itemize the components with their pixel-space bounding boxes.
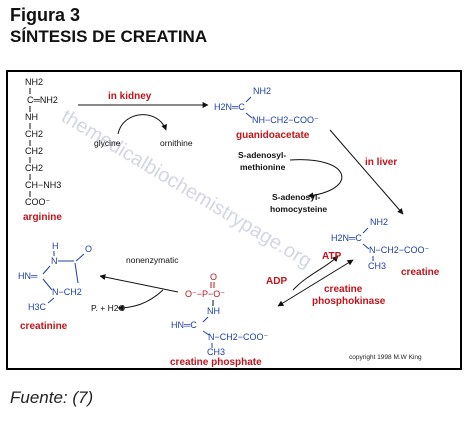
creatine-phosphokinase-line2: phosphokinase [312, 296, 386, 307]
creatinine-hn: HN═ [18, 271, 38, 281]
creatine-ch3: CH3 [368, 261, 386, 271]
ornithine-label: ornithine [160, 138, 193, 148]
creatine-nh2: NH2 [370, 217, 388, 227]
s-adenosylmethionine-line2: methionine [240, 162, 286, 172]
guanidoacetate-molecule: NH2 H2N═C NH−CH2−COO⁻ guanidoacetate [214, 86, 319, 141]
arginine-ch2-a: CH2 [25, 129, 43, 139]
creatine-phosphate-hn-c: HN═C [171, 320, 197, 330]
pi-water-label: P. + H2O [91, 303, 125, 313]
creatine-phosphate-chain: N−CH2−COO⁻ [208, 332, 269, 342]
nonenzymatic-label: nonenzymatic [126, 255, 179, 265]
creatine-h2n-c: H2N═C [331, 233, 362, 243]
creatine-phosphate-o-p-o: O⁻−P−O⁻ [185, 289, 225, 299]
atp-adp-arc [292, 255, 339, 291]
liver-reaction-arrow [329, 129, 404, 215]
in-kidney-label: in kidney [108, 91, 152, 102]
creatinine-n-ch2: N−CH2 [52, 287, 82, 297]
in-liver-label: in liver [365, 157, 397, 168]
creatinine-label: creatinine [20, 321, 68, 332]
figure-source: Fuente: (7) [10, 388, 94, 407]
creatinine-o: O [85, 244, 92, 254]
creatine-phosphokinase-line1: creatine [324, 284, 363, 295]
arginine-nh: NH [25, 112, 38, 122]
creatine-molecule: NH2 H2N═C N−CH2−COO⁻ CH3 creatine [331, 217, 440, 278]
atp-label: ATP [322, 251, 342, 262]
creatine-phosphate-molecule: O O⁻−P−O⁻ NH HN═C N−CH2−COO⁻ CH3 creatin… [170, 272, 269, 368]
creatine-synthesis-diagram: themedicalbiochemistrypage.org NH2 C═NH2… [6, 70, 462, 370]
copyright-notice: copyright 1998 M.W King [349, 354, 422, 361]
arginine-nh2: NH2 [25, 77, 43, 87]
pi-water-arc [117, 289, 164, 311]
adp-label: ADP [266, 276, 287, 287]
figure-title: Figura 3 [10, 5, 81, 25]
phosphokinase-arrow [277, 259, 354, 307]
creatine-phosphate-label: creatine phosphate [170, 357, 262, 368]
guanidoacetate-nh2: NH2 [253, 86, 271, 96]
nonenzymatic-arrow [99, 274, 179, 293]
creatine-label: creatine [401, 267, 440, 278]
sam-sah-arc [289, 159, 343, 199]
glycine-ornithine-arc [117, 114, 167, 135]
s-adenosylhomocysteine-line1: S-adenosyl- [272, 192, 320, 202]
arginine-label: arginine [23, 212, 62, 223]
creatinine-n-top: N [51, 256, 58, 266]
creatine-phosphate-ch3: CH3 [207, 347, 225, 357]
glycine-label: glycine [94, 138, 121, 148]
creatine-phosphate-nh: NH [207, 306, 220, 316]
guanidoacetate-label: guanidoacetate [236, 130, 310, 141]
s-adenosylmethionine-line1: S-adenosyl- [238, 150, 286, 160]
arginine-c-nh2: C═NH2 [27, 95, 58, 105]
arginine-ch-nh3: CH−NH3 [25, 180, 61, 190]
arginine-ch2-c: CH2 [25, 163, 43, 173]
creatine-phosphate-o-top: O [210, 272, 217, 282]
s-adenosylhomocysteine-line2: homocysteine [270, 204, 327, 214]
figure-subtitle: SÍNTESIS DE CREATINA [10, 27, 208, 46]
arginine-ch2-b: CH2 [25, 146, 43, 156]
guanidoacetate-h2n-c: H2N═C [214, 102, 245, 112]
arginine-molecule: NH2 C═NH2 NH CH2 CH2 CH2 CH−NH3 COO⁻ arg… [23, 77, 62, 223]
diagram-canvas: themedicalbiochemistrypage.org NH2 C═NH2… [18, 77, 440, 368]
creatine-chain: N−CH2−COO⁻ [369, 245, 430, 255]
creatinine-h3c: H3C [28, 302, 47, 312]
creatinine-molecule: H N O HN═ N−CH2 H3C creatinine [18, 241, 92, 332]
creatinine-h: H [52, 241, 59, 251]
guanidoacetate-chain: NH−CH2−COO⁻ [252, 115, 319, 125]
arginine-coo: COO⁻ [25, 197, 51, 207]
